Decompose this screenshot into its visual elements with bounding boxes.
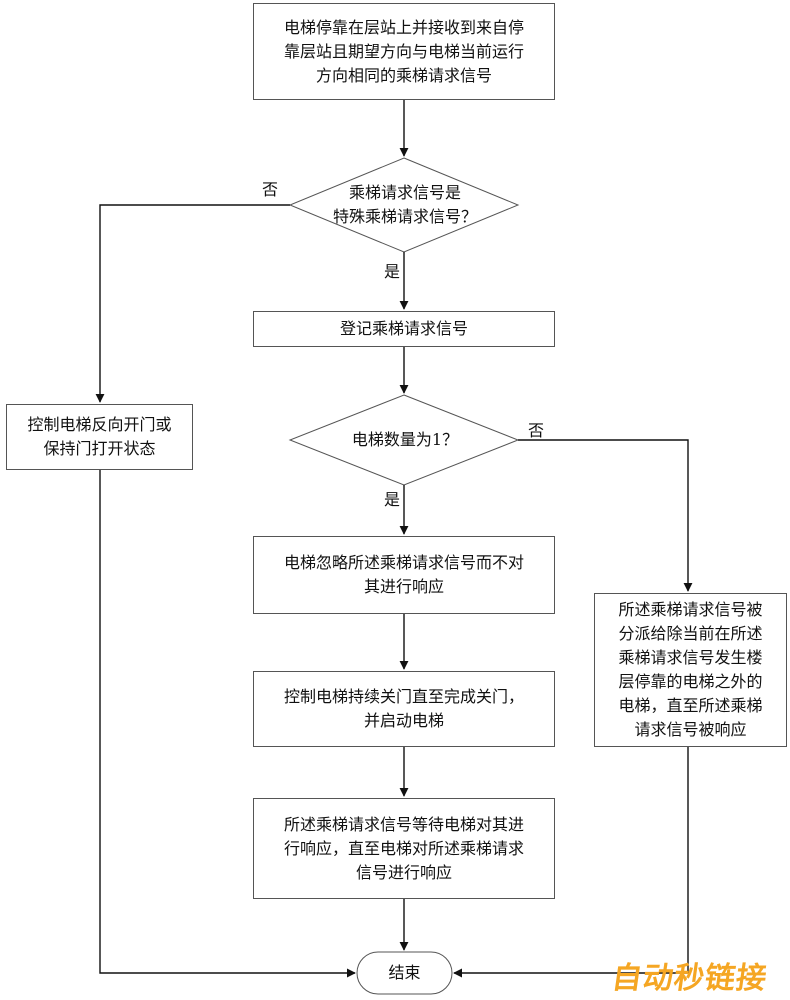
special-yes-label: 是 <box>384 262 401 281</box>
control-reverse-box: 控制电梯反向开门或 保持门打开状态 <box>6 404 193 470</box>
count-no-label: 否 <box>528 421 545 440</box>
wait-text: 所述乘梯请求信号等待电梯对其进 行响应，直至电梯对所述乘梯请求 信号进行响应 <box>283 814 524 882</box>
wait-box: 所述乘梯请求信号等待电梯对其进 行响应，直至电梯对所述乘梯请求 信号进行响应 <box>253 798 555 899</box>
special-no-label: 否 <box>262 180 279 199</box>
edge-special-no <box>95 204 290 403</box>
start-box: 电梯停靠在层站上并接收到来自停 靠层站且期望方向与电梯当前运行 方向相同的乘梯请… <box>253 3 555 100</box>
start-text: 电梯停靠在层站上并接收到来自停 靠层站且期望方向与电梯当前运行 方向相同的乘梯请… <box>283 17 524 85</box>
dispatch-box: 所述乘梯请求信号被 分派给除当前在所述 乘梯请求信号发生楼 层停靠的电梯之外的 … <box>594 593 787 747</box>
count-yes-label: 是 <box>384 490 401 509</box>
close-door-box: 控制电梯持续关门直至完成关门， 并启动电梯 <box>253 671 555 747</box>
control-reverse-text: 控制电梯反向开门或 保持门打开状态 <box>27 415 172 458</box>
decision-count-text: 电梯数量为1？ <box>351 430 459 449</box>
watermark-logo: 自动秒链接 <box>609 961 770 996</box>
register-box: 登记乘梯请求信号 <box>253 311 555 347</box>
edge-count-no <box>518 439 693 592</box>
ignore-text: 电梯忽略所述乘梯请求信号而不对 其进行响应 <box>283 553 524 596</box>
close-door-text: 控制电梯持续关门直至完成关门， 并启动电梯 <box>283 687 524 730</box>
end-shape <box>356 951 453 995</box>
edge-dispatch-to-end <box>453 747 689 978</box>
dispatch-text: 所述乘梯请求信号被 分派给除当前在所述 乘梯请求信号发生楼 层停靠的电梯之外的 … <box>618 600 763 739</box>
register-text: 登记乘梯请求信号 <box>339 319 468 338</box>
edge-reverse-to-end <box>99 470 356 978</box>
decision-special-text: 乘梯请求信号是 特殊乘梯请求信号？ <box>332 183 477 226</box>
ignore-box: 电梯忽略所述乘梯请求信号而不对 其进行响应 <box>253 536 555 614</box>
end-text: 结束 <box>388 963 421 982</box>
